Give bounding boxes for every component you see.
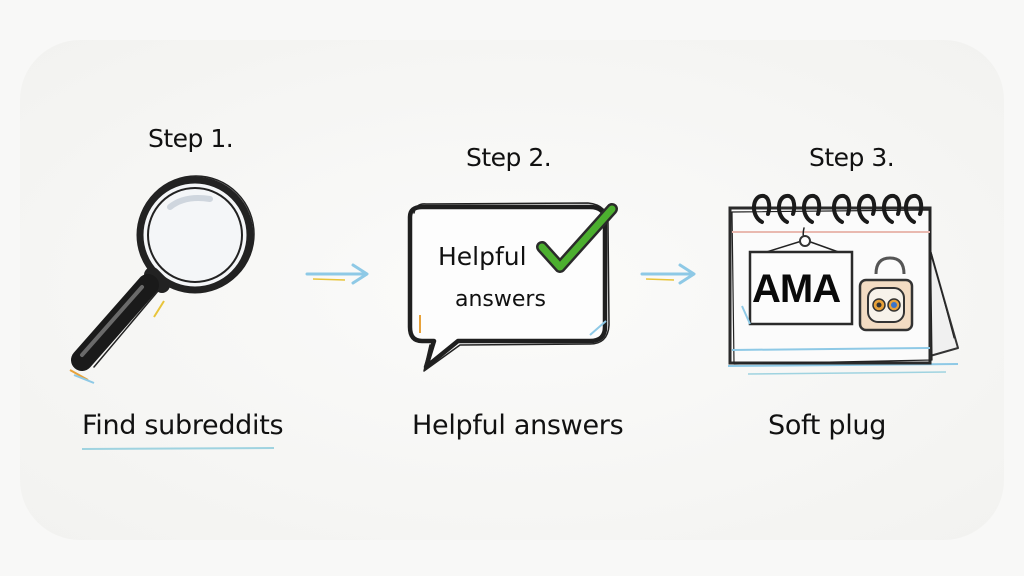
calendar-icon (727, 193, 959, 375)
step-3-caption: Soft plug (768, 410, 887, 441)
step-1-title: Step 1. (148, 124, 234, 153)
bubble-line-2: answers (455, 287, 546, 312)
ama-label: AMA (752, 267, 841, 311)
step-1-caption: Find subreddits (82, 410, 284, 441)
bubble-line-1: Helpful (438, 242, 527, 271)
arrow-right-icon (305, 263, 369, 285)
magnifying-glass-icon (69, 175, 255, 384)
step-2-title: Step 2. (466, 143, 552, 172)
caption-underline (81, 447, 275, 450)
speech-bubble-icon (407, 202, 618, 372)
step-3-title: Step 3. (809, 143, 895, 172)
step-2-caption: Helpful answers (412, 410, 624, 441)
arrow-right-icon (640, 263, 696, 285)
